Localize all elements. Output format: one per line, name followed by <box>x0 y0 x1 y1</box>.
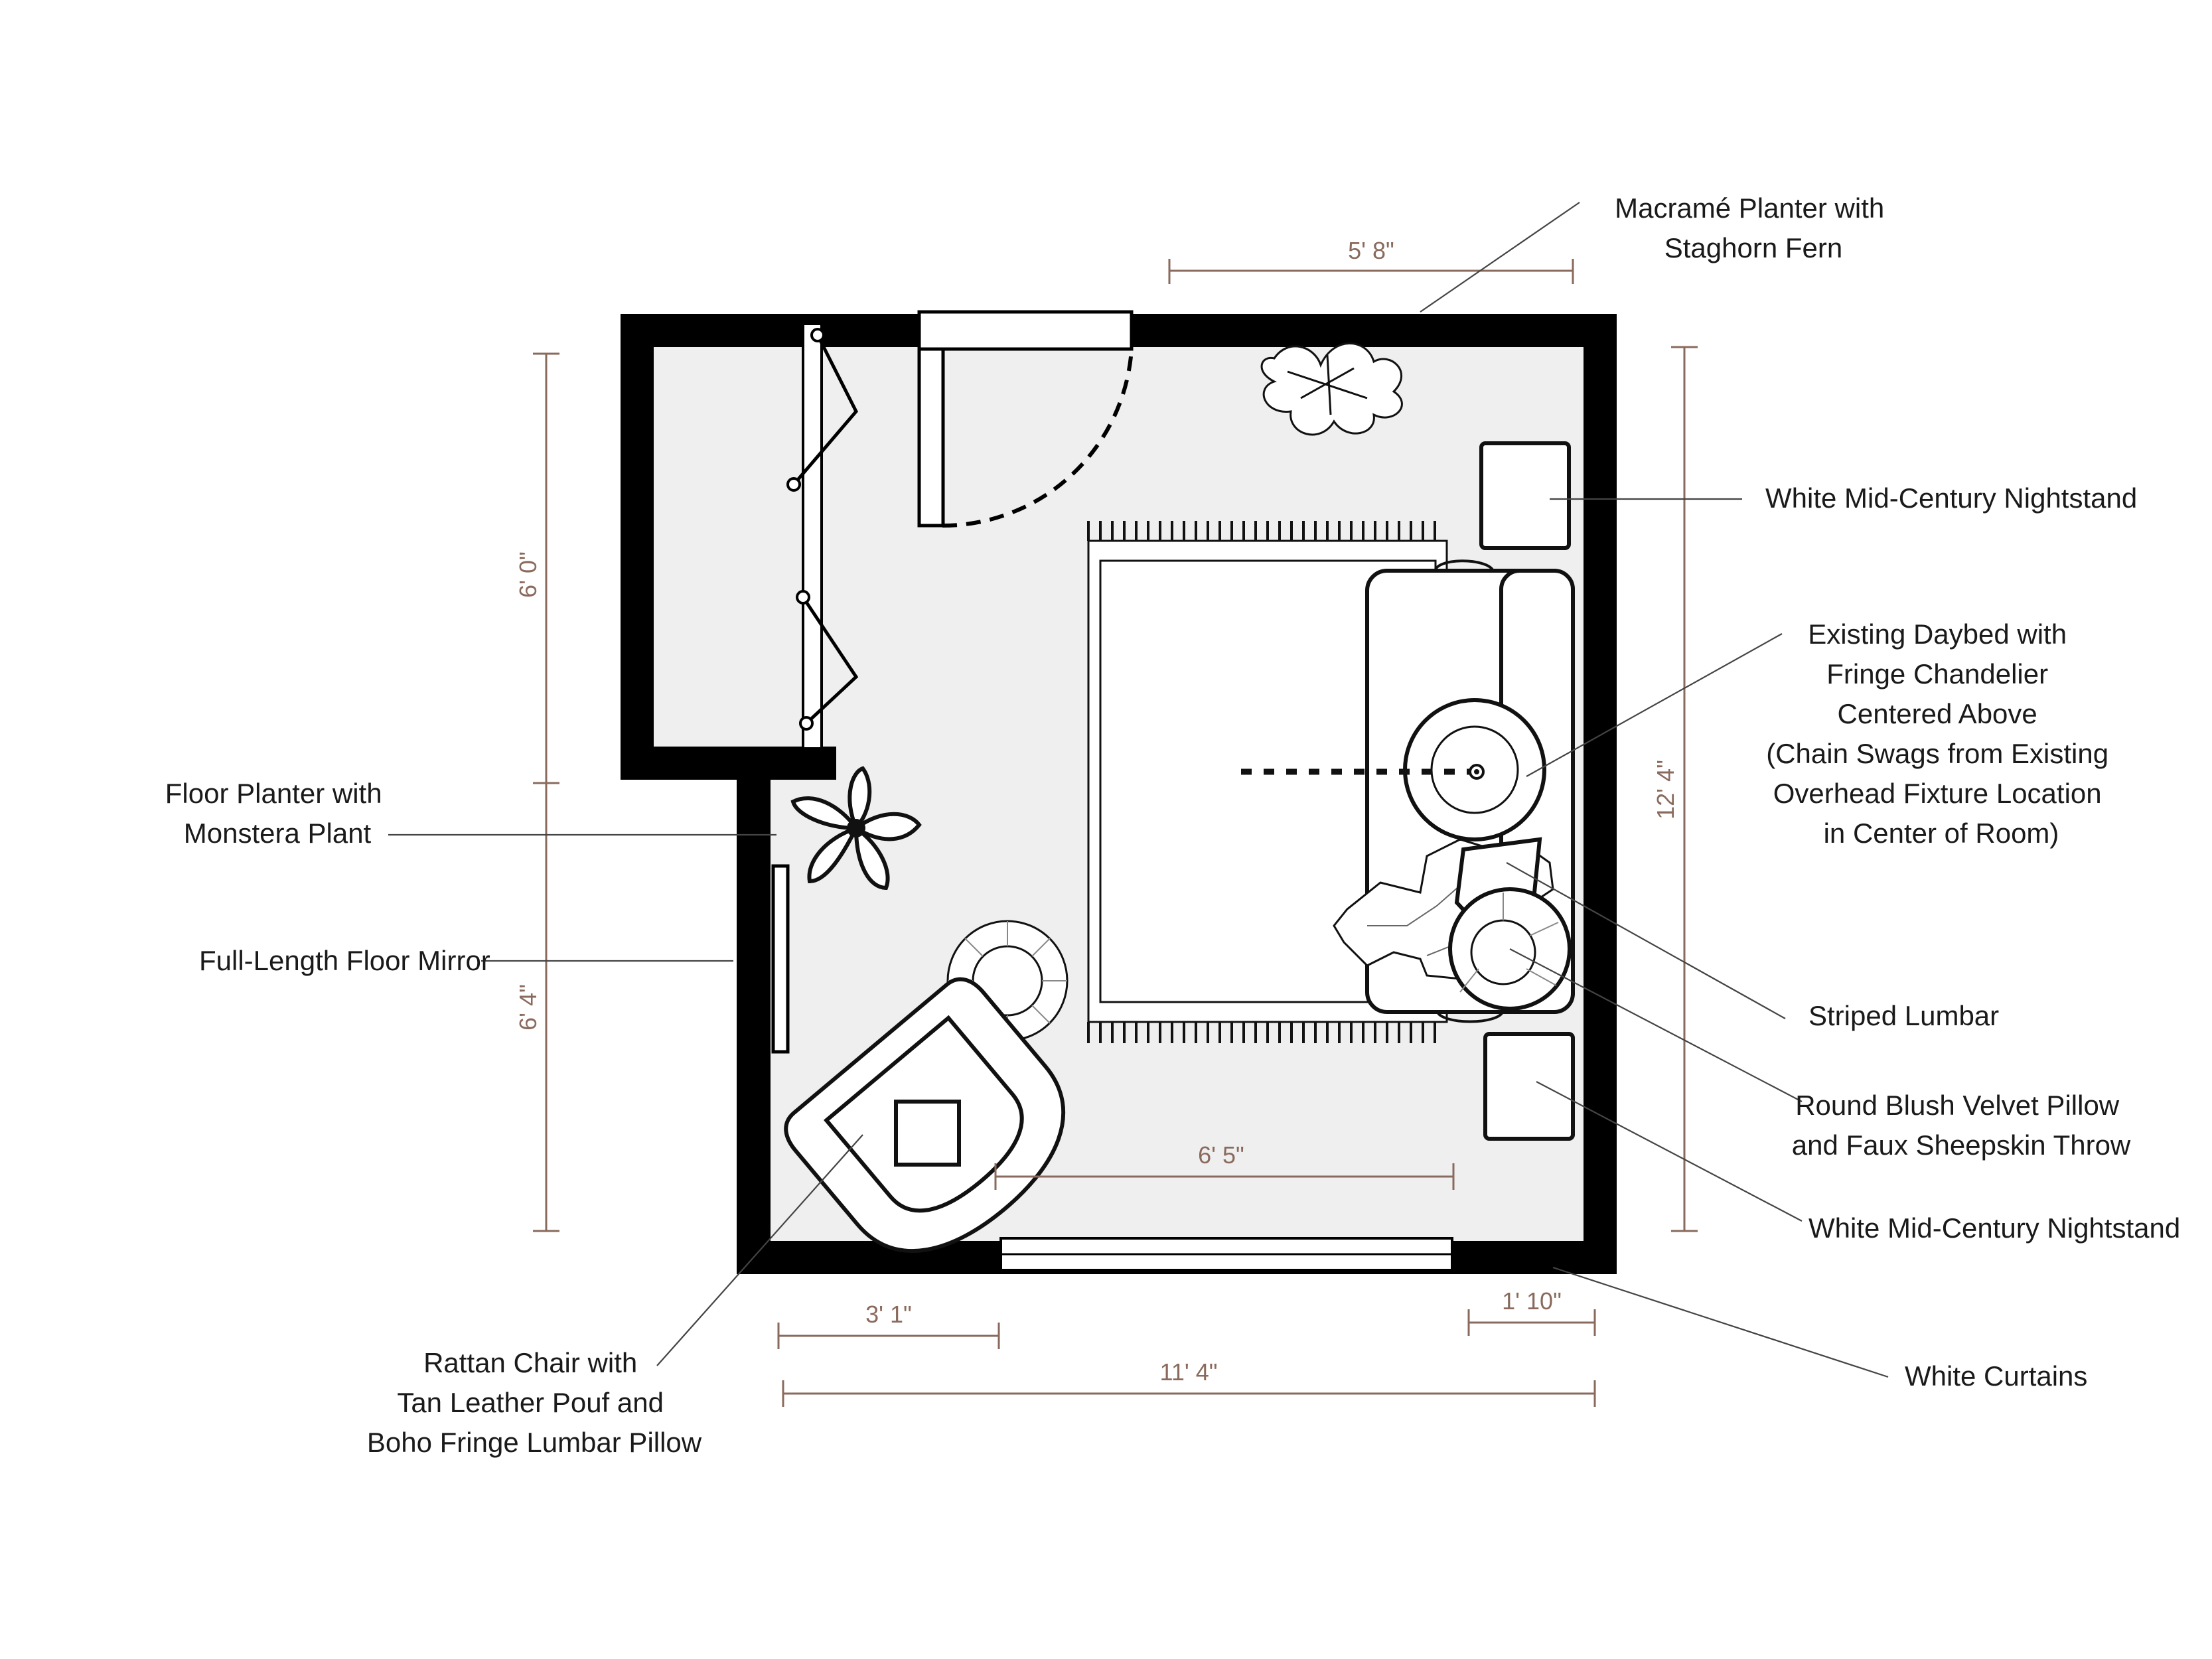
monstera-plant-icon <box>790 766 922 891</box>
dim-overall: 11' 4" <box>782 1358 1596 1407</box>
label-nightstand-top: White Mid-Century Nightstand <box>1765 482 2137 514</box>
label-rattan-chair: Rattan Chair with Tan Leather Pouf and B… <box>367 1347 702 1458</box>
dim-bottom-chair: 3' 1" <box>777 1301 1000 1349</box>
dim-right-room: 12' 4" <box>1652 346 1698 1232</box>
label-mirror: Full-Length Floor Mirror <box>199 945 490 976</box>
dim-overall-label: 11' 4" <box>1159 1358 1217 1386</box>
bifold-closet-icon <box>786 323 859 750</box>
staghorn-fern-icon <box>1260 342 1403 436</box>
floor-mirror <box>771 864 790 1054</box>
door-swing-icon <box>942 348 1134 528</box>
dim-left-lower: 6' 4" <box>514 783 559 1232</box>
nightstand-top <box>1479 441 1571 550</box>
label-nightstand-bottom: White Mid-Century Nightstand <box>1808 1212 2180 1244</box>
dim-left-alcove: 6' 0" <box>514 352 559 784</box>
label-striped-lumbar: Striped Lumbar <box>1808 1000 1999 1031</box>
label-macrame: Macramé Planter with Staghorn Fern <box>1615 192 1892 263</box>
label-daybed: Existing Daybed with Fringe Chandelier C… <box>1766 618 2116 849</box>
dim-top-planter: 5' 8" <box>1168 237 1574 284</box>
daybed <box>1333 559 1575 1023</box>
rattan-chair-icon <box>784 977 1065 1254</box>
label-round-pillow: Round Blush Velvet Pillow and Faux Sheep… <box>1792 1090 2131 1161</box>
dim-left-alcove-label: 6' 0" <box>514 551 542 598</box>
dim-bottom-right-label: 1' 10" <box>1502 1287 1562 1315</box>
dim-bottom-chair-label: 3' 1" <box>865 1301 912 1328</box>
dim-bottom-right: 1' 10" <box>1467 1287 1596 1336</box>
dim-right-room-label: 12' 4" <box>1652 760 1679 820</box>
dim-top-planter-label: 5' 8" <box>1348 237 1394 264</box>
entry-door <box>917 310 1134 528</box>
label-floor-planter: Floor Planter with Monstera Plant <box>165 778 390 849</box>
nightstand-bottom <box>1483 1032 1575 1141</box>
chandelier-icon <box>1241 764 1485 780</box>
label-curtains: White Curtains <box>1905 1360 2087 1392</box>
bottom-window <box>999 1237 1453 1271</box>
dim-rug-label: 6' 5" <box>1198 1141 1244 1169</box>
dim-left-lower-label: 6' 4" <box>514 984 542 1031</box>
dim-rug: 6' 5" <box>994 1141 1455 1190</box>
